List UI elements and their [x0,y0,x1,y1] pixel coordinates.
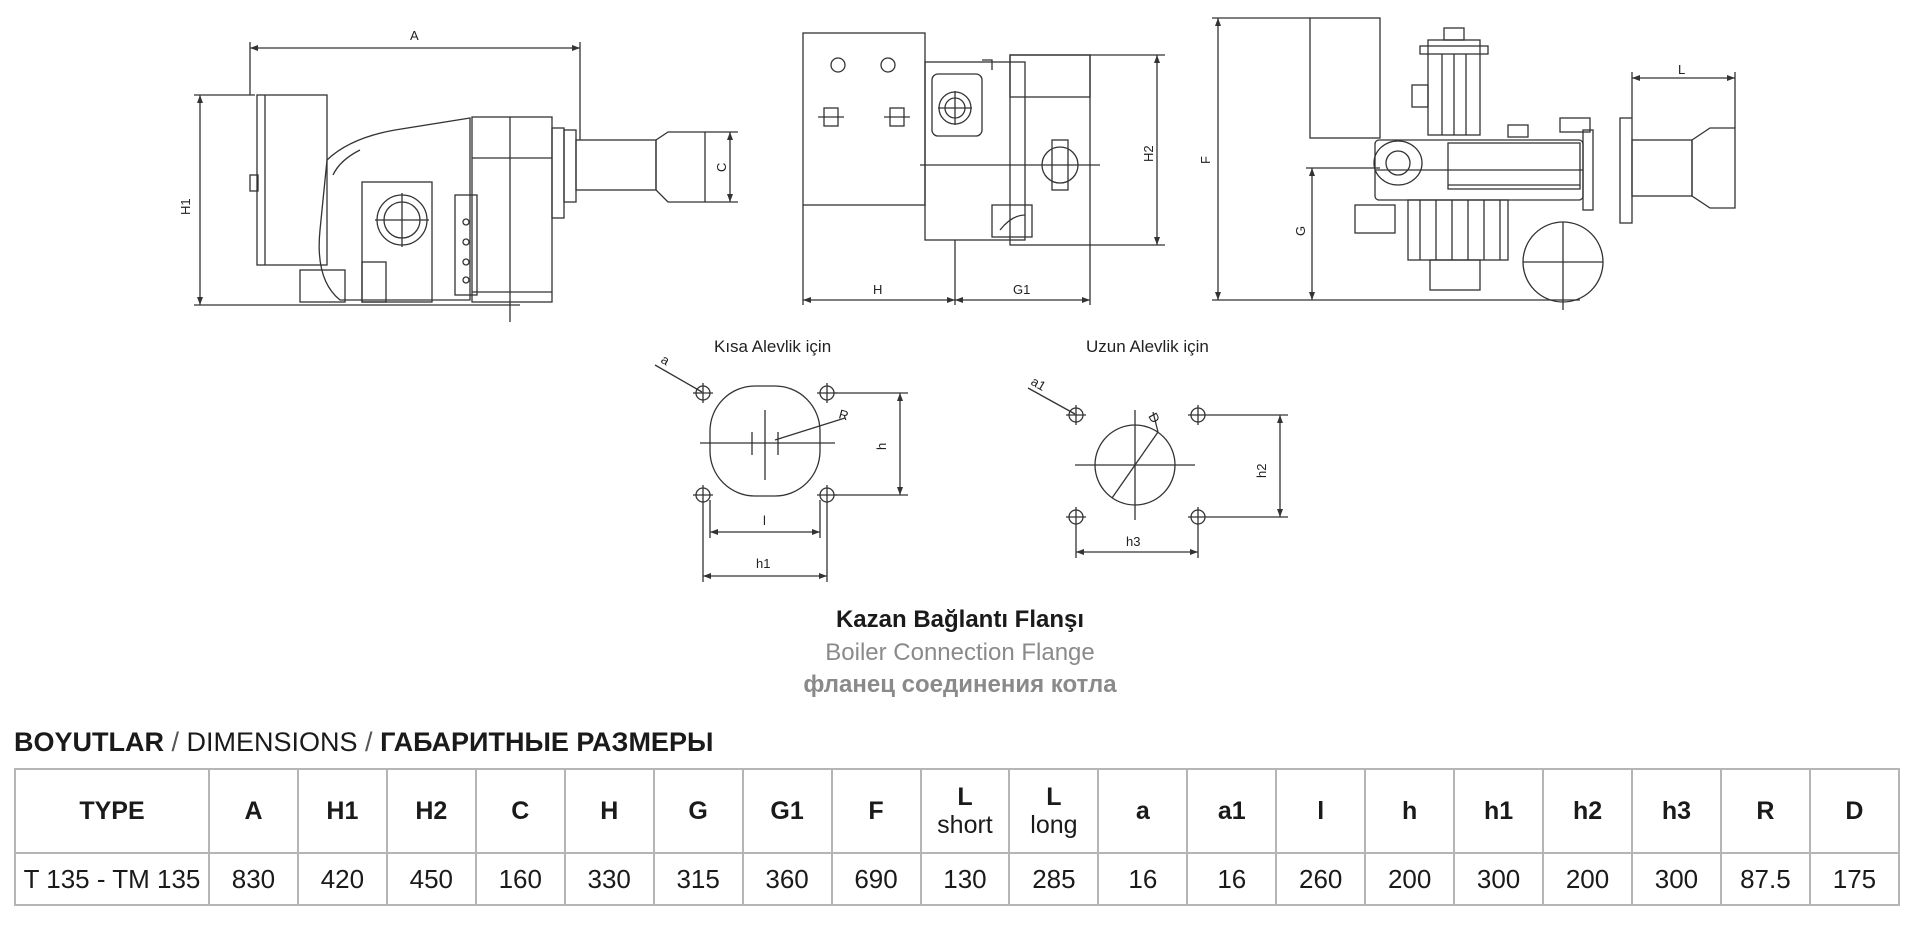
flange-long-drawing [1027,387,1288,558]
heading-tr: BOYUTLAR [14,727,164,757]
flange-title-en: Boiler Connection Flange [825,639,1095,666]
drawings-svg: A H1 C H G1 H2 F G L Kısa Alevlik için a… [178,17,1736,582]
table-cell: 420 [296,852,388,906]
label-front-g1: G1 [1013,282,1030,297]
table-cell: 450 [385,852,477,906]
table-cell: 330 [563,852,655,906]
label-flange-d: D [1145,410,1163,426]
table-cell: 160 [474,852,566,906]
table-cell: 200 [1364,852,1456,906]
heading-en: DIMENSIONS [186,727,358,757]
header-cell: a [1097,768,1189,854]
caption-flange-short: Kısa Alevlik için [714,337,831,356]
label-front-h: H [873,282,882,297]
header-cell: l [1275,768,1367,854]
flange-title-ru: фланец соединения котла [803,671,1117,698]
table-cell: 690 [830,852,922,906]
header-cell: h2 [1542,768,1633,854]
side-view-drawing [194,42,738,322]
header-cell: C [474,768,566,854]
table-cell: 130 [919,852,1011,906]
dimensions-heading: BOYUTLAR / DIMENSIONS / ГАБАРИТНЫЕ РАЗМЕ… [14,727,713,758]
heading-ru: ГАБАРИТНЫЕ РАЗМЕРЫ [380,727,714,757]
heading-separator: / [357,727,381,757]
label-flange-h2: h2 [1254,464,1269,478]
header-cell: A [208,768,299,854]
table-cell: 175 [1808,852,1901,906]
label-side-h1: H1 [178,198,193,215]
table-row: T 135 - TM 135 830 420 450 160 330 315 3… [14,852,1901,906]
header-cell: h1 [1453,768,1545,854]
header-cell: H [563,768,655,854]
front-view-drawing [802,32,1165,305]
header-cell: H1 [296,768,388,854]
table-cell: 87.5 [1719,852,1811,906]
header-cell: h [1364,768,1456,854]
label-side-a: A [410,28,419,43]
label-side-c: C [714,163,729,172]
top-view-drawing [1212,17,1736,310]
header-cell: D [1808,768,1901,854]
label-flange-h: h [874,443,889,450]
header-cell: TYPE [14,768,210,854]
table-cell: 360 [741,852,833,906]
label-flange-a: a [659,352,673,369]
table-cell: 200 [1542,852,1633,906]
header-cell: a1 [1186,768,1278,854]
flange-title-tr: Kazan Bağlantı Flanşı [835,606,1085,633]
table-cell: 830 [208,852,299,906]
table-cell: 16 [1097,852,1189,906]
header-cell: R [1719,768,1811,854]
label-front-h2: H2 [1141,145,1156,162]
heading-separator: / [164,727,187,757]
header-cell: h3 [1631,768,1722,854]
table-cell: 315 [652,852,744,906]
header-cell: G1 [741,768,833,854]
label-flange-h1: h1 [756,556,770,571]
label-top-f: F [1198,156,1213,164]
header-cell: F [830,768,922,854]
label-flange-h3: h3 [1126,534,1140,549]
label-top-g: G [1293,226,1308,236]
label-top-l: L [1678,62,1685,77]
label-flange-l: l [763,513,766,528]
technical-drawings: A H1 C H G1 H2 F G L Kısa Alevlik için a… [178,17,1736,582]
caption-flange-long: Uzun Alevlik için [1086,337,1209,356]
header-cell: H2 [385,768,477,854]
table-cell: 260 [1275,852,1367,906]
table-cell: 16 [1186,852,1278,906]
header-cell: G [652,768,744,854]
label-flange-a1: a1 [1029,374,1049,394]
table-cell-type: T 135 - TM 135 [14,852,210,906]
flange-short-drawing [654,364,908,582]
table-cell: 300 [1453,852,1545,906]
table-cell: 300 [1631,852,1722,906]
table-cell: 285 [1008,852,1100,906]
label-flange-r: R [837,406,850,423]
